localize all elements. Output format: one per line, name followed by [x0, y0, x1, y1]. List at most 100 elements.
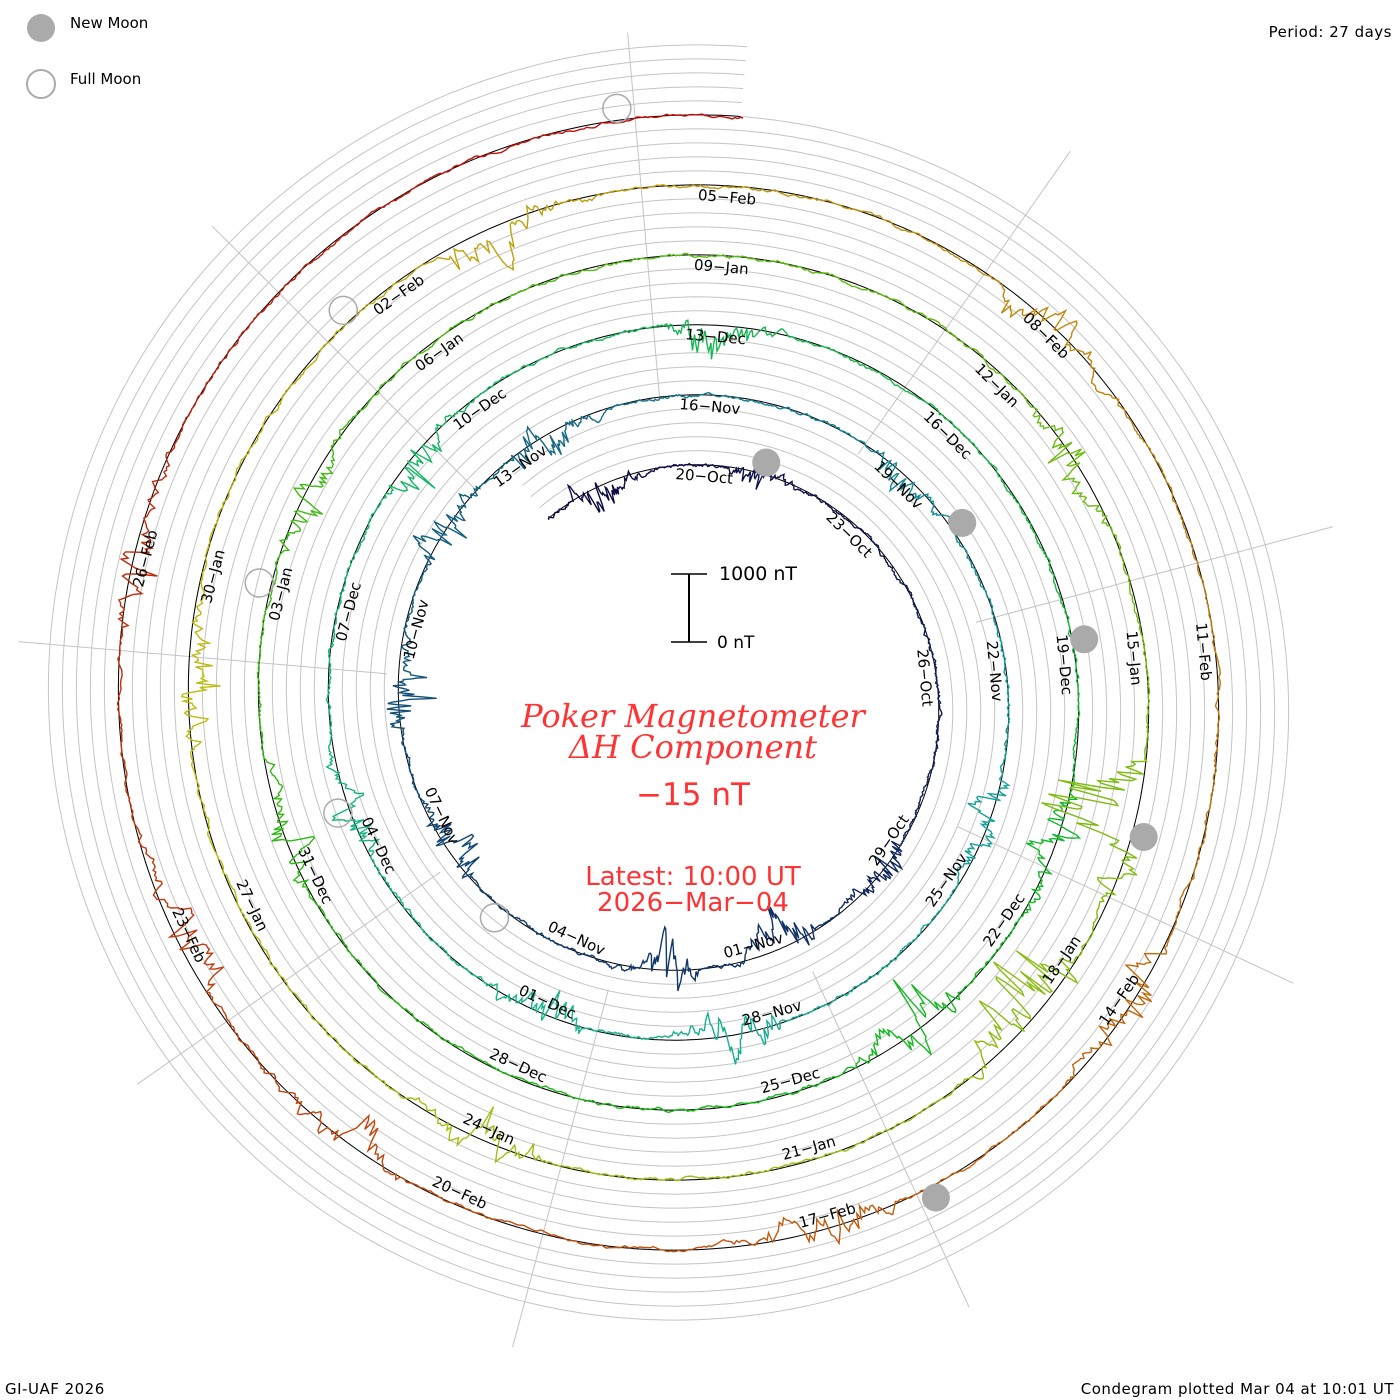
trace-segment	[692, 945, 753, 983]
chart-title: Poker Magnetometer	[520, 697, 866, 735]
radial-spoke	[211, 225, 475, 489]
latest-date: 2026−Mar−04	[597, 888, 789, 918]
trace-segment	[913, 394, 981, 455]
grid-spiral	[61, 58, 1276, 1307]
trace-segment	[565, 946, 628, 972]
new-moon-marker	[948, 508, 977, 537]
trace-segment	[593, 397, 663, 424]
new-moon-marker	[1070, 625, 1099, 654]
date-label: 16−Nov	[679, 395, 741, 418]
trace-segment	[290, 438, 340, 533]
trace-segment	[751, 326, 838, 353]
legend-new-moon: New Moon	[70, 14, 148, 32]
trace-segment	[349, 819, 394, 893]
trace-segment	[592, 252, 697, 272]
baseline-spiral	[117, 114, 1220, 1251]
trace-segment	[236, 898, 299, 998]
radial-spoke	[512, 989, 609, 1348]
trace-segment	[664, 319, 753, 360]
legend: New Moon Full Moon	[26, 14, 148, 99]
date-label: 16−Dec	[920, 408, 976, 463]
scale-bottom-label: 0 nT	[717, 633, 755, 653]
date-label: 22−Nov	[983, 640, 1007, 702]
trace-segment	[810, 888, 861, 934]
trace-segment	[1041, 752, 1148, 861]
trace-segment	[916, 1030, 1000, 1116]
date-label: 14−Feb	[1095, 971, 1143, 1029]
trace-segment	[800, 266, 903, 304]
trace-segment	[990, 879, 1044, 959]
trace-segment	[412, 491, 479, 546]
trace-segment	[978, 950, 1079, 1041]
trace-segment	[197, 788, 238, 900]
trace-segment	[404, 747, 431, 812]
trace-segment	[484, 1106, 589, 1172]
trace-segment	[802, 491, 851, 523]
trace-segment	[1204, 700, 1221, 828]
trace-segment	[1064, 610, 1080, 701]
trace-segment	[817, 966, 885, 1008]
scale-bar: 1000 nT 0 nT	[671, 563, 797, 653]
date-label: 09−Jan	[693, 256, 749, 278]
trace-segment	[881, 217, 991, 277]
trace-segment	[261, 531, 297, 628]
scale-top-label: 1000 nT	[719, 563, 797, 585]
trace-segment	[1030, 527, 1067, 612]
trace-segment	[205, 444, 254, 555]
trace-segment	[860, 840, 904, 898]
radial-spoke	[18, 641, 388, 675]
trace-segment	[1086, 351, 1156, 461]
full-moon-icon	[26, 69, 56, 99]
radial-spoke	[627, 32, 661, 402]
trace-segment	[980, 453, 1032, 528]
radial-spoke	[136, 871, 441, 1085]
trace-segment	[1047, 441, 1117, 538]
full-moon-marker	[323, 798, 353, 828]
trace-segment	[190, 553, 213, 672]
date-label: 01−Nov	[722, 929, 786, 962]
trace-segment	[917, 614, 938, 672]
trace-segment	[836, 351, 915, 396]
trace-segment	[695, 254, 802, 269]
trace-segment	[849, 521, 889, 566]
grid-spiral	[89, 86, 1248, 1279]
trace-segment	[883, 912, 939, 968]
trace-segment	[634, 1237, 765, 1253]
trace-segment	[665, 1010, 743, 1065]
full-moon-marker	[479, 903, 510, 933]
trace-segment	[322, 269, 416, 348]
trace-segment	[587, 1170, 702, 1182]
trace-segment	[507, 1220, 636, 1249]
radial-spoke	[957, 826, 1294, 984]
date-label: 15−Jan	[1122, 630, 1145, 686]
trace-segment	[892, 957, 993, 1019]
date-label: 13−Nov	[490, 441, 550, 491]
date-label: 13−Dec	[685, 325, 747, 348]
period-label: Period: 27 days	[1268, 23, 1392, 41]
footer-plot-time: Condegram plotted Mar 04 at 10:01 UT	[1080, 1380, 1394, 1398]
trace-segment	[627, 925, 694, 992]
date-label: 20−Feb	[429, 1172, 489, 1213]
trace-segment	[987, 365, 1065, 450]
trace-segment	[522, 413, 595, 456]
trace-segment	[662, 391, 735, 400]
date-label: 19−Dec	[1053, 634, 1077, 696]
date-label: 11−Feb	[1192, 622, 1215, 682]
trace-segment	[401, 612, 428, 682]
trace-segment	[901, 302, 989, 367]
data-trace	[116, 113, 1222, 1253]
trace-segment	[554, 113, 689, 135]
trace-segment	[763, 1203, 894, 1246]
trace-segment	[999, 700, 1011, 777]
trace-segment	[119, 471, 168, 599]
trace-segment	[748, 466, 804, 493]
trace-segment	[892, 1141, 1002, 1216]
trace-segment	[580, 324, 666, 346]
trace-segment	[741, 1006, 819, 1046]
trace-segment	[473, 436, 531, 492]
trace-segment	[869, 449, 929, 501]
trace-segment	[500, 343, 581, 380]
trace-segment	[653, 1102, 751, 1114]
trace-segment	[990, 275, 1092, 356]
